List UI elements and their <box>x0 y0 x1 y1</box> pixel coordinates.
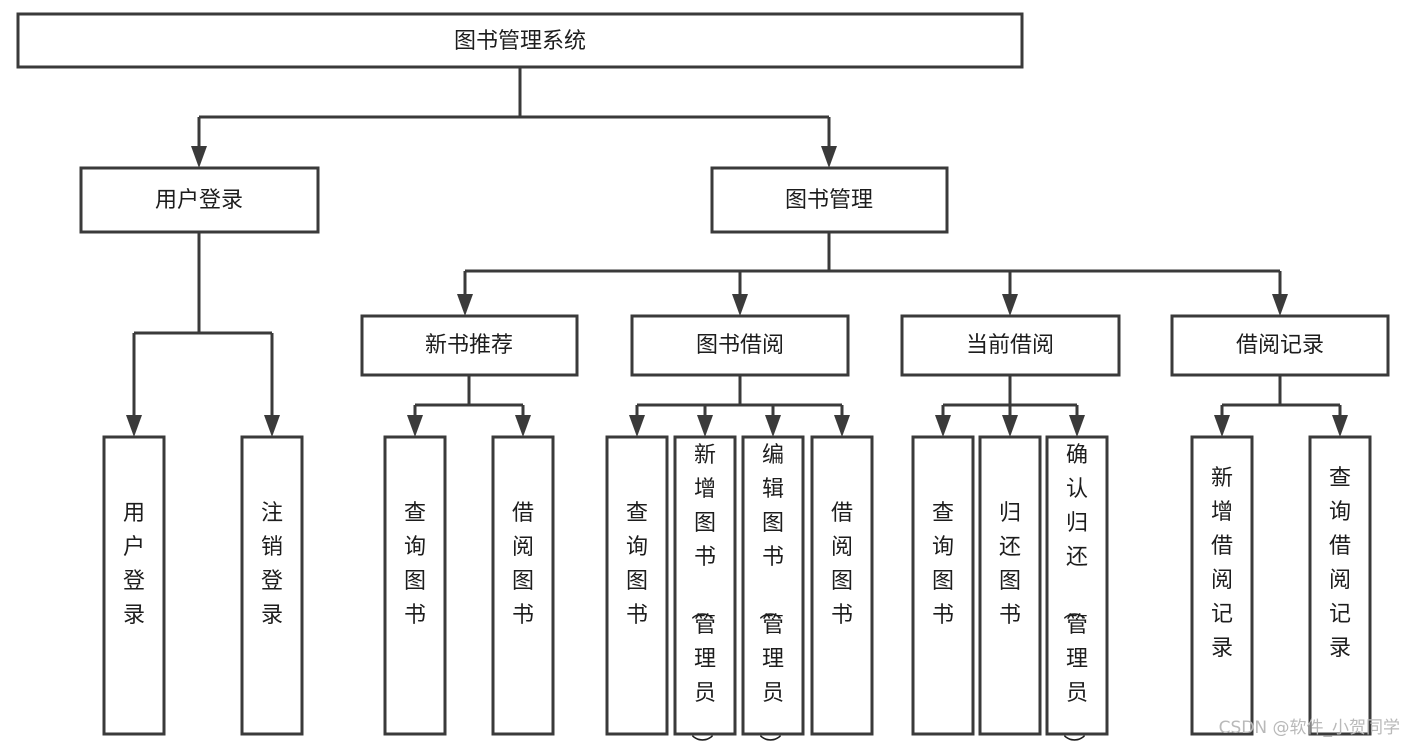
leaf-query-book-3-label: 查询图书 <box>932 501 954 628</box>
leaf-query-book-2-label: 查询图书 <box>626 501 648 628</box>
leaf-query-book-3[interactable]: 查询图书 <box>911 435 975 736</box>
node-book-management-box[interactable] <box>710 166 949 234</box>
leaf-query-record[interactable]: 查询借阅记录 <box>1308 435 1372 736</box>
leaf-add-book-label: 新增图书（管理员） <box>688 443 716 747</box>
arrow-leaf-add-book-icon <box>697 415 713 437</box>
arrow-leaf-edit-book-icon <box>765 415 781 437</box>
arrow-current-borrow-icon <box>1002 294 1018 316</box>
node-user-login-label: 用户登录 <box>155 188 243 213</box>
leaf-user-login-label: 用户登录 <box>123 501 145 628</box>
node-current-borrow-box[interactable] <box>900 314 1121 377</box>
node-user-login-box[interactable] <box>79 166 320 234</box>
leaf-edit-book[interactable]: 编辑图书（管理员） <box>741 435 805 747</box>
arrow-leaf-query-record-icon <box>1332 415 1348 437</box>
leaf-return-book-box[interactable] <box>978 435 1042 736</box>
arrow-leaf-query-book-1-icon <box>407 415 423 437</box>
leaf-borrow-book-2[interactable]: 借阅图书 <box>810 435 874 736</box>
leaf-query-book-3-box[interactable] <box>911 435 975 736</box>
connector-group-borrow-record <box>1214 375 1348 437</box>
node-current-borrow-label: 当前借阅 <box>966 333 1054 358</box>
arrow-book-borrow-icon <box>732 294 748 316</box>
leaf-add-book-box[interactable] <box>673 435 737 736</box>
node-book-management-label: 图书管理 <box>785 188 873 213</box>
watermark-label: CSDN @软件_小贺同学 <box>1219 718 1400 738</box>
leaf-borrow-book-2-label: 借阅图书 <box>831 501 853 628</box>
leaf-confirm-return-box[interactable] <box>1045 435 1109 736</box>
arrow-leaf-query-book-3-icon <box>935 415 951 437</box>
arrow-leaf-user-logout-icon <box>264 415 280 437</box>
leaf-query-book-2[interactable]: 查询图书 <box>605 435 669 736</box>
leaf-add-record[interactable]: 新增借阅记录 <box>1190 435 1254 736</box>
arrow-leaf-confirm-return-icon <box>1069 415 1085 437</box>
leaf-query-book-1[interactable]: 查询图书 <box>383 435 447 736</box>
node-new-book-recommend-box[interactable] <box>360 314 579 377</box>
arrow-new-book-recommend-icon <box>457 294 473 316</box>
arrow-leaf-query-book-2-icon <box>629 415 645 437</box>
arrow-leaf-add-record-icon <box>1214 415 1230 437</box>
leaf-confirm-return-label: 确认归还（管理员） <box>1060 443 1088 747</box>
node-root-box[interactable] <box>16 12 1024 69</box>
leaf-edit-book-box[interactable] <box>741 435 805 736</box>
leaf-user-login[interactable]: 用户登录 <box>102 435 166 736</box>
leaf-user-login-box[interactable] <box>102 435 166 736</box>
arrow-leaf-return-book-icon <box>1002 415 1018 437</box>
leaf-user-logout-box[interactable] <box>240 435 304 736</box>
node-user-login[interactable]: 用户登录 <box>79 166 320 234</box>
leaf-borrow-book-1-box[interactable] <box>491 435 555 736</box>
node-current-borrow[interactable]: 当前借阅 <box>900 314 1121 377</box>
node-borrow-record-box[interactable] <box>1170 314 1390 377</box>
arrow-leaf-borrow-book-2-icon <box>834 415 850 437</box>
node-borrow-record-label: 借阅记录 <box>1236 333 1324 358</box>
node-new-book-recommend[interactable]: 新书推荐 <box>360 314 579 377</box>
connector-group-book-borrow <box>629 375 850 437</box>
leaf-add-book[interactable]: 新增图书（管理员） <box>673 435 737 747</box>
arrow-leaf-borrow-book-1-icon <box>515 415 531 437</box>
connector-group-new-book-recommend <box>407 375 531 437</box>
leaf-query-book-1-box[interactable] <box>383 435 447 736</box>
leaf-edit-book-label: 编辑图书（管理员） <box>756 443 784 747</box>
node-book-management[interactable]: 图书管理 <box>710 166 949 234</box>
arrow-root-user-login-icon <box>191 146 207 168</box>
node-root-label: 图书管理系统 <box>454 29 586 54</box>
leaf-add-record-label: 新增借阅记录 <box>1211 466 1233 661</box>
connector-group-current-borrow <box>935 375 1085 437</box>
leaf-query-book-1-label: 查询图书 <box>404 501 426 628</box>
leaf-borrow-book-1-label: 借阅图书 <box>512 501 534 628</box>
node-new-book-recommend-label: 新书推荐 <box>425 333 513 358</box>
arrow-borrow-record-icon <box>1272 294 1288 316</box>
node-root[interactable]: 图书管理系统 <box>16 12 1024 69</box>
node-book-borrow[interactable]: 图书借阅 <box>630 314 850 377</box>
connector-group-book-management <box>457 232 1288 316</box>
connector-group-root <box>191 67 837 168</box>
node-borrow-record[interactable]: 借阅记录 <box>1170 314 1390 377</box>
leaf-return-book[interactable]: 归还图书 <box>978 435 1042 736</box>
leaf-user-logout-label: 注销登录 <box>261 501 283 628</box>
leaf-borrow-book-1[interactable]: 借阅图书 <box>491 435 555 736</box>
leaf-query-book-2-box[interactable] <box>605 435 669 736</box>
leaf-user-logout[interactable]: 注销登录 <box>240 435 304 736</box>
leaf-query-record-box[interactable] <box>1308 435 1372 736</box>
node-book-borrow-label: 图书借阅 <box>696 333 784 358</box>
leaf-query-record-label: 查询借阅记录 <box>1329 466 1351 661</box>
arrow-root-book-management-icon <box>821 146 837 168</box>
connector-group-user-login <box>126 232 280 437</box>
leaf-return-book-label: 归还图书 <box>999 501 1021 628</box>
leaf-borrow-book-2-box[interactable] <box>810 435 874 736</box>
leaf-add-record-box[interactable] <box>1190 435 1254 736</box>
leaf-confirm-return[interactable]: 确认归还（管理员） <box>1045 435 1109 747</box>
arrow-leaf-user-login-icon <box>126 415 142 437</box>
node-book-borrow-box[interactable] <box>630 314 850 377</box>
